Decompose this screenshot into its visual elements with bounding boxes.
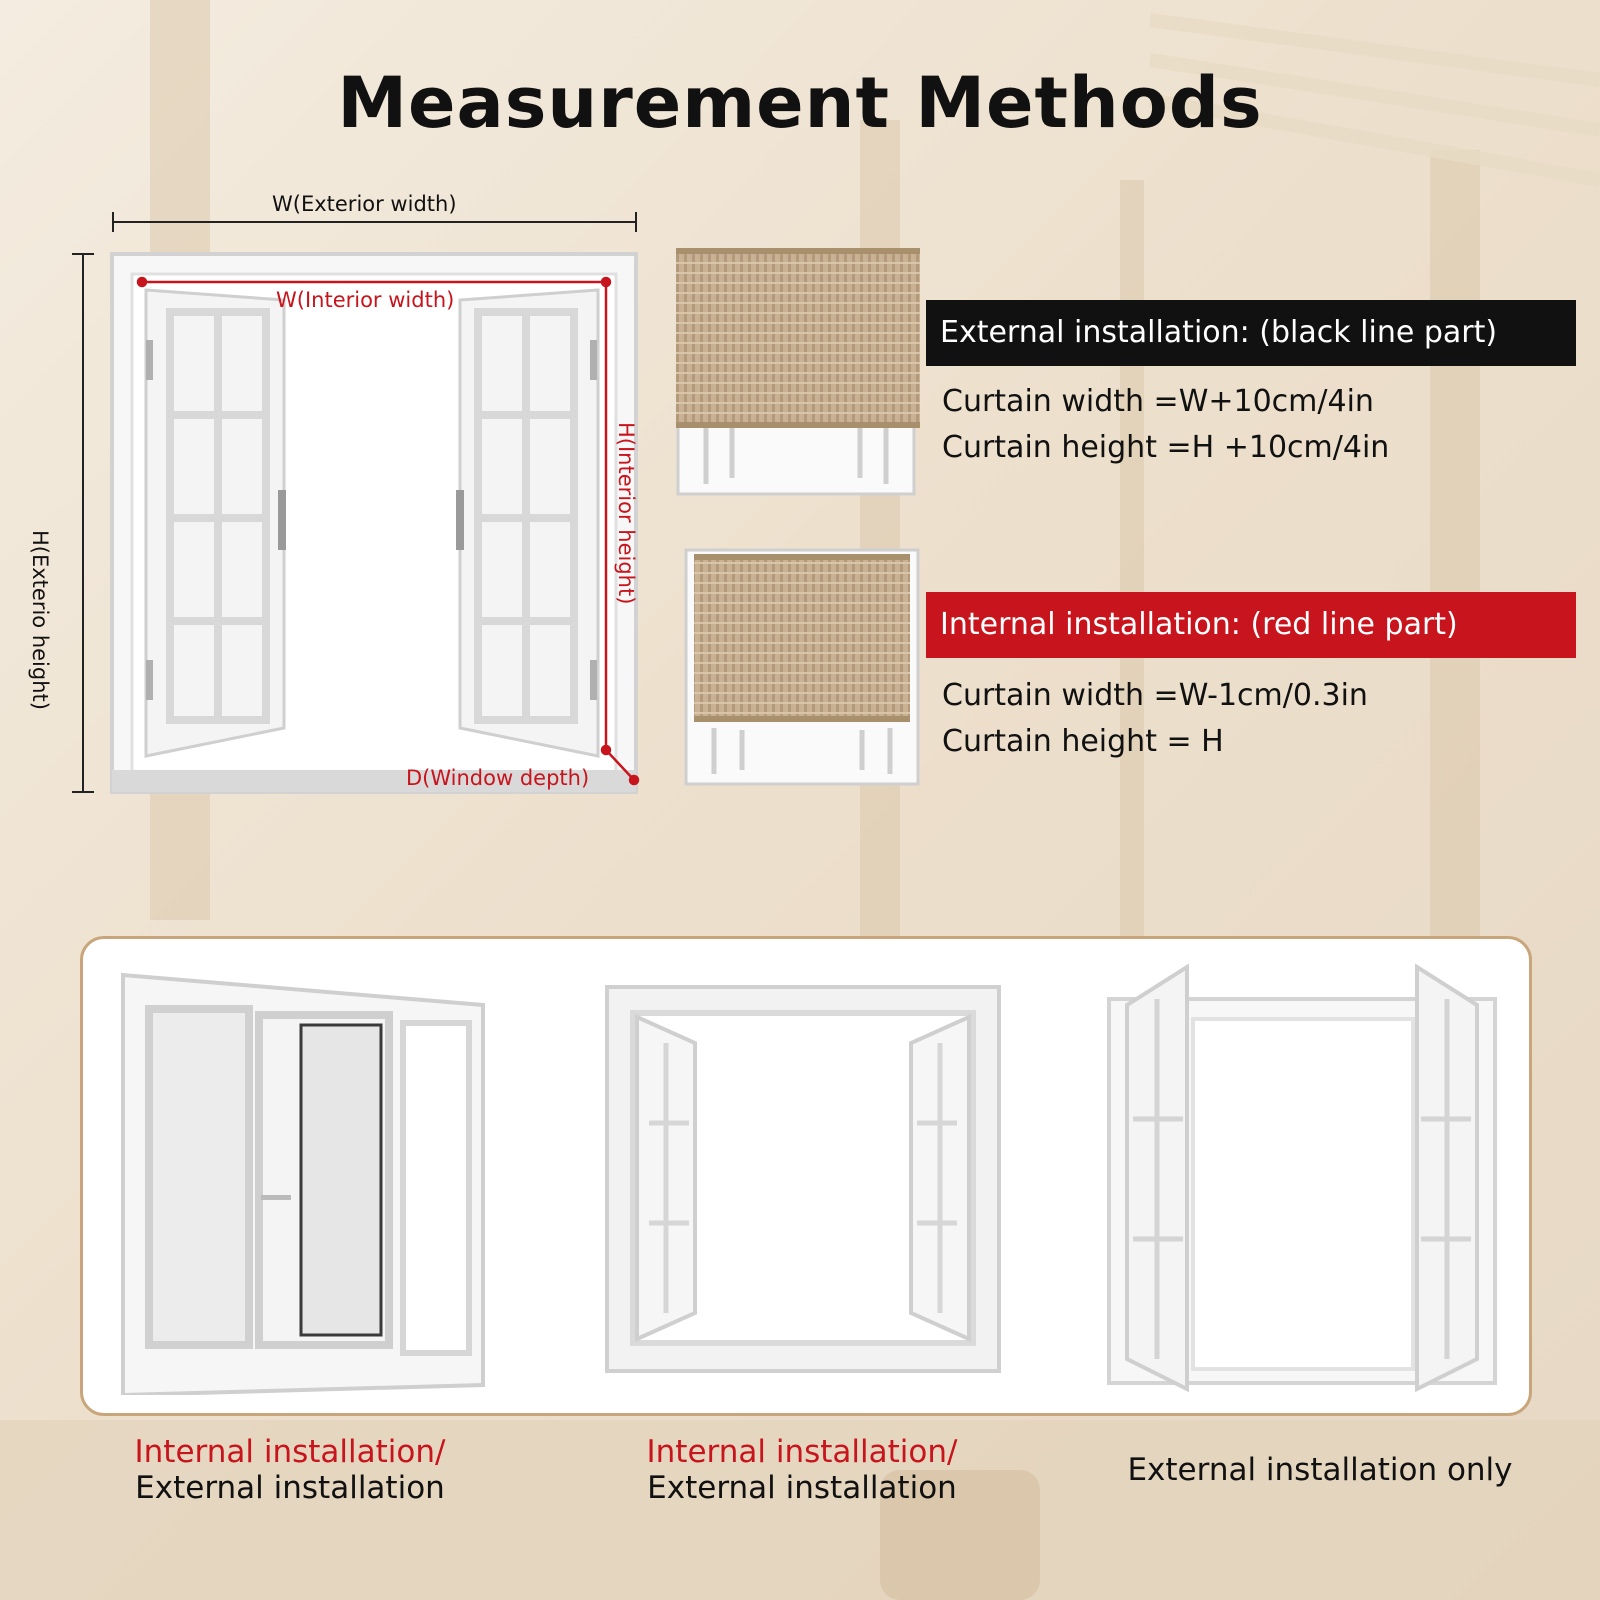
external-installation-heading: External installation: (black line part): [926, 300, 1576, 366]
window-types-panel: [80, 936, 1532, 1416]
exterior-height-dimension-line: [72, 253, 94, 793]
external-height-formula: Curtain height =H +10cm/4in: [942, 430, 1390, 465]
window-depth-label: D(Window depth): [406, 766, 590, 790]
window-type-caption-2: Internal installation/ External installa…: [612, 1434, 992, 1506]
external-width-formula: Curtain width =W+10cm/4in: [942, 384, 1374, 419]
internal-width-formula: Curtain width =W-1cm/0.3in: [942, 678, 1368, 713]
internal-height-formula: Curtain height = H: [942, 724, 1224, 759]
exterior-height-label: H(Exterio height): [28, 530, 52, 710]
caption-2-line-2: External installation: [647, 1470, 957, 1506]
exterior-width-label: W(Exterior width): [272, 192, 457, 216]
external-installation-thumbnail: [676, 248, 920, 496]
internal-installation-thumbnail: [684, 548, 920, 786]
interior-width-label: W(Interior width): [276, 288, 455, 312]
casement-window-recessed-illustration: [605, 985, 1001, 1373]
caption-2-line-1: Internal installation/: [646, 1434, 958, 1470]
window-type-caption-3: External installation only: [1110, 1452, 1530, 1488]
left-window-sash: [144, 288, 286, 758]
caption-3-line-2: External installation only: [1127, 1452, 1513, 1488]
window-type-caption-1: Internal installation/ External installa…: [100, 1434, 480, 1506]
exterior-width-dimension-line: [112, 212, 637, 232]
page-title: Measurement Methods: [337, 62, 1263, 144]
right-window-sash: [456, 288, 600, 758]
window-measurement-diagram: [72, 212, 640, 794]
caption-1-line-2: External installation: [135, 1470, 445, 1506]
interior-height-label: H(Interior height): [614, 422, 638, 605]
casement-window-flush-illustration: [1107, 963, 1497, 1393]
internal-installation-heading: Internal installation: (red line part): [926, 592, 1576, 658]
interior-measurement-lines: [136, 276, 640, 786]
caption-1-line-1: Internal installation/: [134, 1434, 446, 1470]
sliding-window-illustration: [121, 972, 485, 1395]
